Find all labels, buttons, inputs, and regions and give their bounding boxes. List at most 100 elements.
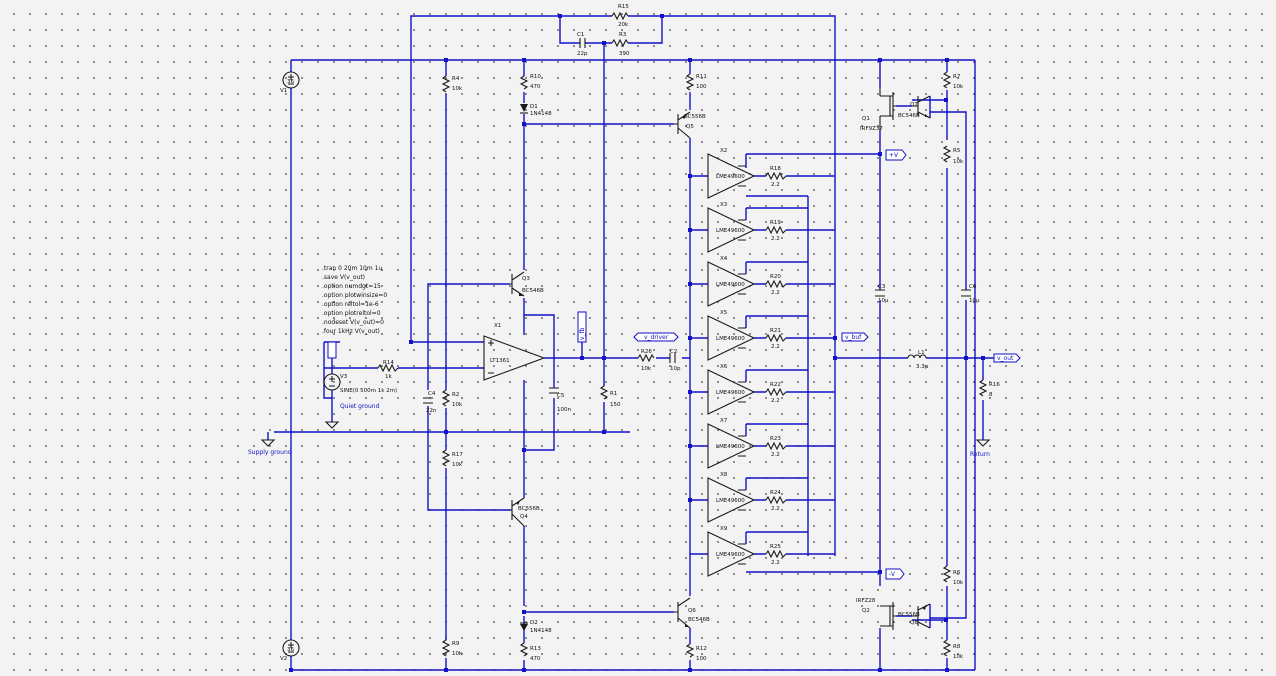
directive-8: .four 1kHz V(v_out) [322,328,380,335]
mosfet-q2[interactable]: IRFZ28 Q2 [856,598,896,630]
q5-model: BC556B [684,114,706,120]
directive-2: .save V(v_out) [322,274,365,281]
capacitor-c6[interactable]: C6 10µ [961,284,980,304]
diode-d2[interactable]: D2 1N4148 [520,620,552,634]
resistor-r8[interactable]: R8 10k [942,639,964,660]
transistor-q6[interactable]: Q6 BC546B [674,597,710,629]
resistor-r5[interactable]: R5 10k [942,145,964,165]
r3-value: 390 [619,51,630,57]
q5-name: Q5 [686,124,694,130]
resistor-r7[interactable]: R7 10k [942,71,964,90]
r15-name: R15 [618,4,629,10]
buffer-triangle [707,369,756,415]
net-flag-v-fb[interactable]: v_fb [577,311,587,343]
buffer-name: X8 [720,472,728,478]
l1-value: 3.3µ [916,364,929,370]
d2-name: D2 [530,620,538,626]
buffer-resistor-name: R18 [770,166,781,172]
resistor-r1[interactable]: R1 150 [599,385,621,408]
buffer-resistor-name: R25 [770,544,781,550]
q8-model: BC556B [898,612,920,618]
resistor-r9[interactable]: R9 10k [441,639,463,657]
net-flag-plus-v-top[interactable]: +V [885,149,907,161]
resistor-r13[interactable]: R13 470 [519,642,541,662]
capacitor-c2[interactable]: C2 10p [669,349,681,372]
inductor-l1[interactable]: L1 3.3µ [907,350,929,370]
r13-name: R13 [530,646,541,652]
directive-7: .nodeset V(v_out)=0 [322,319,384,326]
supply-ground-label: Supply ground [248,449,292,456]
net-flag-v-buf[interactable]: v_buf [841,332,869,342]
resistor-r14[interactable]: R14 1k [377,360,399,380]
buffer-supply-pins [738,219,746,241]
buffer-triangle [707,261,756,307]
buffer-resistor-value: 2.2 [771,560,780,566]
net-flag-v3-plus[interactable] [327,341,337,359]
buffer-name: X3 [720,202,728,208]
source-v3[interactable]: V3 SINE(0 500m 1k 2m) [323,373,397,394]
buffer-supply-pins [738,381,746,403]
capacitor-c1[interactable]: C1 22p [577,32,588,57]
q2-name: Q2 [862,608,870,614]
r10-name: R10 [530,74,541,80]
resistor-r3[interactable]: R3 390 [611,32,630,57]
net-v-fb-label: v_fb [579,327,586,340]
capacitor-c3[interactable]: C3 10µ [875,284,889,304]
opamp-x1[interactable]: X1 LT1361 [483,323,546,381]
spice-directives[interactable]: .tran 0 20m 10m 1u .save V(v_out) .optio… [322,265,387,335]
buffer-resistor-name: R22 [770,382,781,388]
r6-name: R6 [953,570,961,576]
quiet-ground-label: Quiet ground [340,403,380,410]
transistor-q8[interactable]: BC556B Q8 [898,603,931,629]
return-label: Return [970,451,990,458]
transistor-q3[interactable]: Q3 BC546B [510,271,544,297]
r8-name: R8 [953,644,961,650]
buffer-name: X9 [720,526,728,532]
resistor-r2[interactable]: R2 10k [441,389,463,408]
directive-6: .option plotreltol=0 [322,310,381,317]
net-flag-minus-v[interactable]: -V [885,568,905,580]
r2-name: R2 [452,392,459,398]
ground-return: Return [970,439,991,458]
buffer-resistor-value: 2.2 [771,236,780,242]
transistor-q5[interactable]: BC556B Q5 [674,111,706,139]
resistor-r12[interactable]: R12 100 [685,643,707,662]
net-flag-v-out[interactable]: v_out [993,353,1021,363]
resistor-r26[interactable]: R26 10k [637,349,655,372]
transistor-q7[interactable]: Q7 BC546B [898,95,931,119]
transistor-q4[interactable]: BC556B Q4 [510,497,540,527]
source-v2[interactable]: V2 36 [280,639,300,662]
x1-model: LT1361 [490,358,510,364]
resistor-r4[interactable]: R4 10k [441,75,463,93]
resistor-r11[interactable]: R11 100 [685,73,707,91]
mosfet-q1[interactable]: Q1 IRF9Z37 [860,88,896,132]
resistor-r6[interactable]: R6 10k [942,565,964,586]
wires [267,15,1000,671]
resistor-r10[interactable]: R10 470 [519,74,541,90]
r4-name: R4 [452,76,460,82]
c3-value: 10µ [878,298,889,304]
c1-value: 22p [577,51,588,57]
r7-name: R7 [953,74,961,80]
diode-d1[interactable]: D1 1N4148 [520,104,552,117]
net-flag-v-driver[interactable]: v_driver [633,332,679,342]
resistor-r16[interactable]: R16 8 [978,379,1000,398]
r1-value: 150 [610,402,621,408]
buffer-name: X2 [720,148,727,154]
source-v1[interactable]: V1 36 [280,71,300,94]
buffer-resistor [765,549,787,559]
capacitor-c4[interactable]: C4 22n [423,391,437,414]
resistor-r17[interactable]: R17 10k [441,449,463,468]
resistor-r15[interactable]: R15 20k [611,4,629,28]
capacitor-c5[interactable]: C5 100n [549,387,571,413]
buffer-triangle [707,207,756,253]
